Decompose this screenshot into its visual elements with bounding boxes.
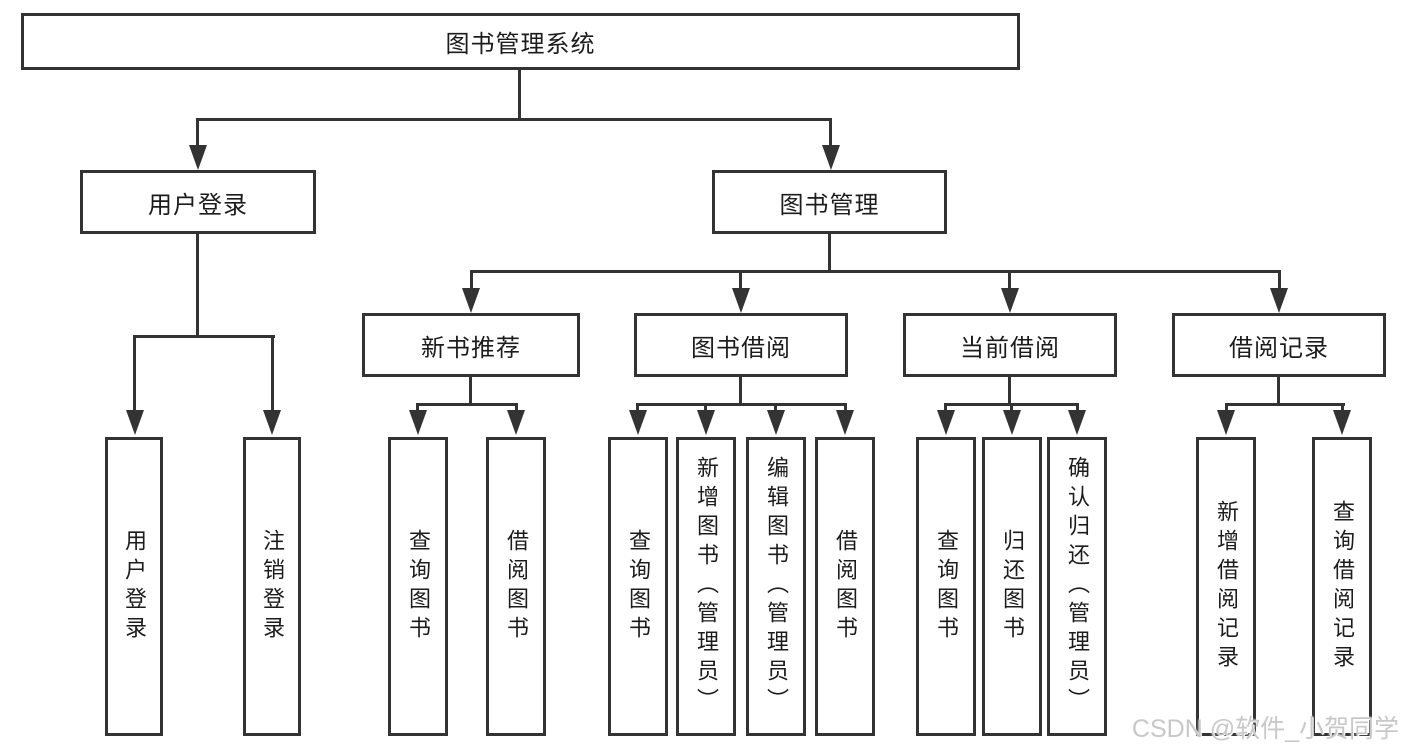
node-book-management-branch-label: 图书管理 bbox=[779, 191, 880, 219]
connector-line bbox=[469, 377, 472, 406]
connector-line bbox=[196, 118, 832, 121]
leaf-return-books-label: 归还图书 bbox=[1000, 528, 1025, 645]
connector-line bbox=[416, 403, 419, 413]
connector-line bbox=[829, 118, 832, 147]
connector-line bbox=[133, 335, 275, 338]
connector-line bbox=[1225, 403, 1228, 413]
leaf-query-borrow-record: 查询借阅记录 bbox=[1312, 437, 1372, 736]
leaf-confirm-return-admin-label: 确认归还（管理员） bbox=[1065, 456, 1090, 717]
arrow-down bbox=[629, 410, 647, 435]
connector-line bbox=[1225, 403, 1345, 406]
connector-line bbox=[196, 118, 199, 147]
arrow-down bbox=[697, 410, 715, 435]
node-borrow-records-label: 借阅记录 bbox=[1229, 334, 1329, 362]
leaf-recommend-borrow-books: 借阅图书 bbox=[486, 437, 546, 736]
connector-line bbox=[844, 403, 847, 413]
leaf-current-query-books: 查询图书 bbox=[916, 437, 976, 736]
leaf-logout-label: 注销登录 bbox=[260, 528, 285, 645]
connector-line bbox=[636, 403, 847, 406]
connector-line bbox=[774, 403, 777, 413]
connector-line bbox=[828, 234, 831, 273]
connector-line bbox=[518, 69, 521, 121]
csdn-watermark: CSDN @软件_小贺同学 bbox=[1131, 715, 1399, 743]
connector-line bbox=[196, 234, 199, 338]
connector-line bbox=[1008, 270, 1011, 290]
arrow-down bbox=[462, 288, 480, 313]
connector-line bbox=[133, 335, 136, 412]
arrow-down bbox=[1333, 410, 1351, 435]
connector-line bbox=[739, 377, 742, 406]
leaf-borrow-query-books: 查询图书 bbox=[608, 437, 668, 736]
arrow-down bbox=[937, 410, 955, 435]
leaf-return-books: 归还图书 bbox=[982, 437, 1042, 736]
arrow-down bbox=[836, 410, 854, 435]
arrow-down bbox=[263, 410, 281, 435]
leaf-add-books-admin: 新增图书（管理员） bbox=[676, 437, 736, 736]
connector-line bbox=[271, 335, 274, 412]
connector-line bbox=[739, 270, 742, 290]
leaf-recommend-query-books-label: 查询图书 bbox=[406, 528, 431, 645]
leaf-query-borrow-record-label: 查询借阅记录 bbox=[1330, 499, 1355, 674]
connector-line bbox=[704, 403, 707, 413]
node-current-borrow: 当前借阅 bbox=[903, 313, 1117, 377]
leaf-edit-books-admin: 编辑图书（管理员） bbox=[746, 437, 806, 736]
connector-line bbox=[1278, 270, 1281, 290]
leaf-add-books-admin-label: 新增图书（管理员） bbox=[694, 456, 719, 717]
connector-line bbox=[470, 270, 473, 290]
leaf-current-query-books-label: 查询图书 bbox=[934, 528, 959, 645]
leaf-borrow-query-books-label: 查询图书 bbox=[626, 528, 651, 645]
connector-line bbox=[1010, 403, 1013, 413]
arrow-down bbox=[732, 288, 750, 313]
arrow-down bbox=[1270, 288, 1288, 313]
node-book-management-branch: 图书管理 bbox=[712, 170, 947, 234]
connector-line bbox=[1341, 403, 1344, 413]
node-borrow-records: 借阅记录 bbox=[1172, 313, 1386, 377]
connector-line bbox=[470, 270, 1281, 273]
arrow-down bbox=[1068, 410, 1086, 435]
node-root-label: 图书管理系统 bbox=[445, 31, 596, 58]
arrow-down bbox=[1003, 410, 1021, 435]
arrow-down bbox=[1217, 410, 1235, 435]
connector-line bbox=[1076, 403, 1079, 413]
leaf-borrow-books: 借阅图书 bbox=[815, 437, 875, 736]
leaf-user-login: 用户登录 bbox=[105, 437, 163, 736]
leaf-confirm-return-admin: 确认归还（管理员） bbox=[1047, 437, 1107, 736]
connector-line bbox=[636, 403, 639, 413]
leaf-user-login-label: 用户登录 bbox=[122, 528, 147, 645]
arrow-down bbox=[409, 410, 427, 435]
leaf-recommend-borrow-books-label: 借阅图书 bbox=[504, 528, 529, 645]
leaf-add-borrow-record-label: 新增借阅记录 bbox=[1214, 499, 1239, 674]
arrow-down bbox=[767, 410, 785, 435]
leaf-edit-books-admin-label: 编辑图书（管理员） bbox=[764, 456, 789, 717]
node-book-borrow-label: 图书借阅 bbox=[691, 334, 791, 362]
leaf-recommend-query-books: 查询图书 bbox=[388, 437, 448, 736]
arrow-down bbox=[507, 410, 525, 435]
connector-line bbox=[515, 403, 518, 413]
connector-line bbox=[1008, 377, 1011, 406]
node-new-book-recommend: 新书推荐 bbox=[362, 313, 580, 377]
connector-line bbox=[944, 403, 947, 413]
connector-line bbox=[1277, 377, 1280, 406]
node-root: 图书管理系统 bbox=[21, 13, 1020, 70]
node-user-login-branch-label: 用户登录 bbox=[148, 191, 248, 219]
node-new-book-recommend-label: 新书推荐 bbox=[421, 334, 521, 362]
arrow-down bbox=[1001, 288, 1019, 313]
arrow-down bbox=[822, 145, 840, 170]
leaf-borrow-books-label: 借阅图书 bbox=[833, 528, 858, 645]
arrow-down bbox=[126, 410, 144, 435]
connector-line bbox=[416, 403, 518, 406]
node-book-borrow: 图书借阅 bbox=[634, 313, 848, 377]
leaf-logout: 注销登录 bbox=[243, 437, 301, 736]
leaf-add-borrow-record: 新增借阅记录 bbox=[1196, 437, 1256, 736]
node-user-login-branch: 用户登录 bbox=[80, 170, 316, 234]
arrow-down bbox=[189, 145, 207, 170]
node-current-borrow-label: 当前借阅 bbox=[960, 334, 1060, 362]
